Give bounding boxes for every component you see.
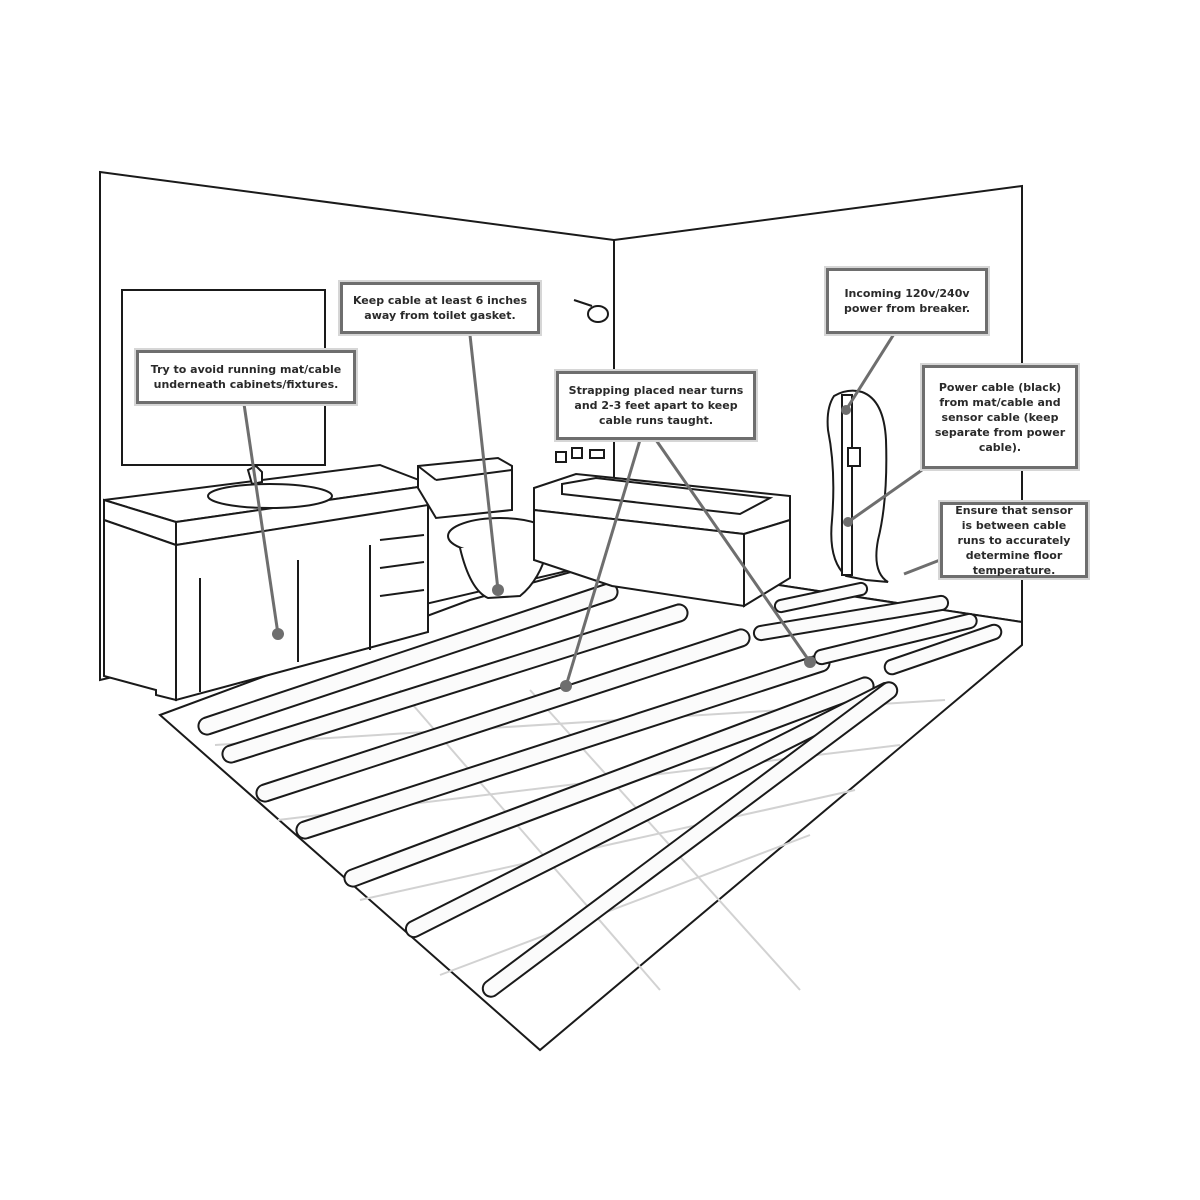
leader-dots <box>272 405 853 692</box>
cable-run <box>813 612 978 666</box>
leader-power <box>847 468 923 524</box>
dot-cabinets <box>272 628 284 640</box>
heating-cable-runs <box>197 581 1003 998</box>
callout-strapping-text: Strapping placed near turns and 2-3 feet… <box>568 384 744 427</box>
conduit <box>841 394 853 576</box>
wall-chase <box>826 389 889 583</box>
leader-sensor <box>903 558 941 576</box>
junction-box-icon <box>847 447 861 467</box>
cable-run <box>883 623 1003 676</box>
callout-toilet: Keep cable at least 6 inches away from t… <box>340 282 540 334</box>
dot-power <box>843 517 853 527</box>
shower-head-icon <box>573 299 609 323</box>
callout-cabinets: Try to avoid running mat/cable underneat… <box>136 350 356 404</box>
callout-power-cable: Power cable (black) from mat/cable and s… <box>922 365 1078 469</box>
leader-cabinets <box>242 403 280 635</box>
callout-incoming: Incoming 120v/240v power from breaker. <box>826 268 988 334</box>
callout-strapping: Strapping placed near turns and 2-3 feet… <box>556 371 756 440</box>
dot-strapping-2 <box>804 656 816 668</box>
leader-toilet <box>468 334 500 591</box>
callout-cabinets-text: Try to avoid running mat/cable underneat… <box>150 363 342 391</box>
leader-strapping-2 <box>654 439 812 663</box>
cable-run <box>773 581 869 614</box>
leader-incoming <box>844 333 896 411</box>
leader-strapping-1 <box>564 439 642 687</box>
callout-sensor: Ensure that sensor is between cable runs… <box>940 502 1088 578</box>
cable-run <box>481 681 899 998</box>
tub-faucet-icon <box>555 447 605 463</box>
leader-lines <box>242 333 941 687</box>
dot-strapping-1 <box>560 680 572 692</box>
sink-basin <box>207 483 333 509</box>
dot-toilet <box>492 584 504 596</box>
callout-incoming-text: Incoming 120v/240v power from breaker. <box>843 287 971 315</box>
callout-power-cable-text: Power cable (black) from mat/cable and s… <box>934 380 1066 454</box>
cable-run <box>221 603 689 764</box>
callout-sensor-text: Ensure that sensor is between cable runs… <box>955 503 1073 577</box>
callout-toilet-text: Keep cable at least 6 inches away from t… <box>352 294 528 322</box>
cable-run <box>255 628 751 803</box>
floor <box>158 558 1023 1052</box>
cable-run <box>752 594 950 642</box>
dot-incoming <box>841 405 851 415</box>
